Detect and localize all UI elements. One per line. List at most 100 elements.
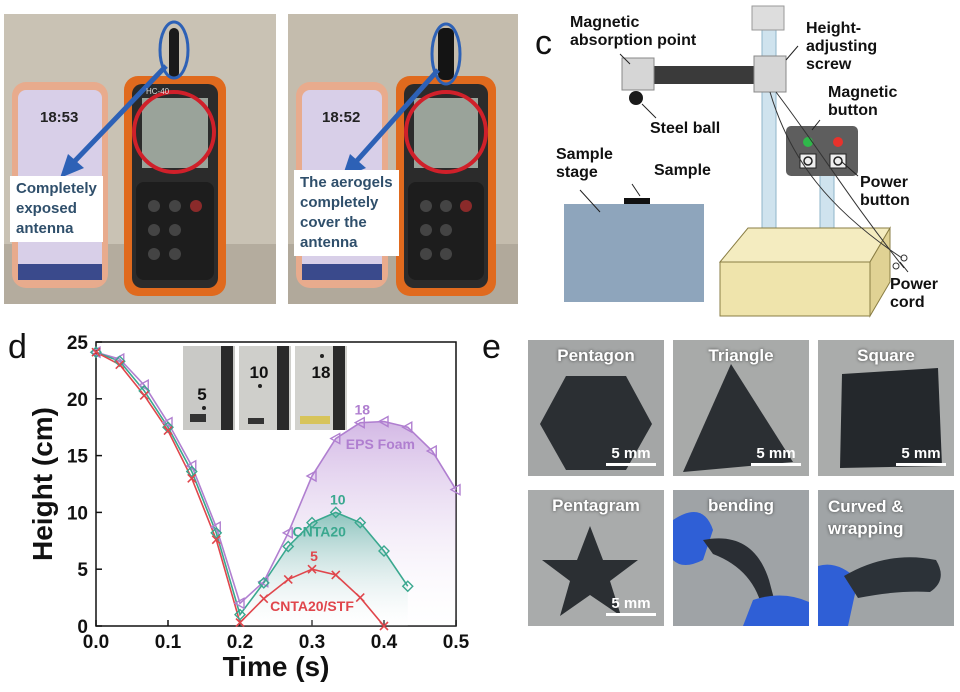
panel-label-e: e bbox=[482, 328, 501, 366]
data-point bbox=[115, 360, 125, 370]
tile-bending: bending bbox=[673, 490, 809, 626]
data-point bbox=[283, 574, 293, 584]
steel-ball bbox=[629, 91, 643, 105]
data-point bbox=[139, 390, 149, 400]
x-tick-label: 0.4 bbox=[371, 632, 398, 653]
data-point bbox=[210, 526, 223, 539]
meter-model: HC-40 bbox=[146, 87, 170, 96]
sample-stage bbox=[564, 204, 704, 302]
panel-a-caption: Completely exposed antenna bbox=[10, 176, 103, 242]
data-point bbox=[185, 459, 197, 473]
data-point bbox=[137, 378, 149, 392]
control-box bbox=[786, 126, 858, 176]
x-tick-label: 0.3 bbox=[299, 632, 325, 653]
apparatus-diagram bbox=[564, 5, 909, 318]
peak-label: 10 bbox=[330, 491, 346, 507]
peak-label: 18 bbox=[354, 402, 370, 418]
y-axis-label: Height (cm) bbox=[27, 407, 58, 561]
data-point bbox=[306, 516, 318, 529]
series-name-label: CNTA20 bbox=[292, 523, 346, 539]
data-point bbox=[377, 415, 389, 428]
data-point bbox=[113, 355, 126, 368]
label-power-button: Power button bbox=[860, 174, 910, 209]
inset-label: 10 bbox=[250, 363, 269, 382]
data-point bbox=[163, 426, 173, 436]
series-name-label: EPS Foam bbox=[346, 436, 415, 452]
data-point bbox=[353, 416, 365, 429]
fill-cnta20 bbox=[240, 512, 408, 626]
data-point bbox=[233, 597, 245, 610]
panel-a-photo: 18:53 HC-40 Completely exposed antenna bbox=[4, 14, 276, 304]
y-tick-label: 20 bbox=[67, 390, 88, 411]
inset-label: 18 bbox=[312, 363, 331, 382]
data-point bbox=[235, 618, 245, 628]
magnetic-absorption-block bbox=[621, 57, 655, 91]
chart-markers bbox=[89, 346, 461, 631]
phone-time: 18:53 bbox=[40, 109, 78, 126]
data-point bbox=[354, 516, 367, 529]
panel-e-photos: Pentagon 5 mm Triangle 5 mm Square 5 mm … bbox=[528, 340, 956, 640]
y-tick-label: 25 bbox=[67, 333, 89, 354]
panel-label-d: d bbox=[8, 328, 27, 366]
x-tick-label: 0.1 bbox=[155, 632, 182, 653]
x-tick-label: 0.0 bbox=[83, 632, 109, 653]
antenna bbox=[169, 28, 179, 78]
line-eps-foam bbox=[95, 351, 457, 605]
data-point bbox=[449, 483, 461, 496]
label-steel-ball: Steel ball bbox=[650, 120, 721, 137]
height-screw-block bbox=[753, 55, 787, 93]
data-point bbox=[259, 594, 269, 604]
data-point bbox=[329, 506, 342, 519]
data-point bbox=[187, 473, 197, 483]
data-point bbox=[185, 465, 198, 478]
base-box bbox=[719, 261, 871, 317]
y-tick-label: 15 bbox=[67, 447, 89, 468]
data-point bbox=[161, 416, 173, 429]
antenna-highlight bbox=[158, 20, 190, 80]
data-point bbox=[355, 593, 365, 603]
x-tick-label: 0.5 bbox=[443, 632, 470, 653]
data-point bbox=[162, 421, 174, 434]
inset-label: 5 bbox=[197, 385, 206, 404]
tile-square: Square 5 mm bbox=[818, 340, 954, 476]
label-magnetic-button: Magnetic button bbox=[828, 84, 898, 119]
data-point bbox=[257, 576, 270, 589]
series-name-label: CNTA20/STF bbox=[270, 598, 354, 614]
sample bbox=[624, 198, 650, 204]
power-button-light bbox=[833, 137, 843, 147]
data-point bbox=[378, 545, 390, 558]
data-point bbox=[305, 469, 317, 483]
data-point bbox=[379, 621, 389, 631]
panel-label-c: c bbox=[535, 24, 552, 62]
meter-display bbox=[142, 98, 208, 168]
y-tick-label: 10 bbox=[67, 503, 88, 524]
panel-a-illustration: 18:53 HC-40 bbox=[4, 14, 276, 304]
data-point bbox=[425, 444, 437, 458]
tile-pentagram: Pentagram 5 mm bbox=[528, 490, 664, 626]
peak-label: 5 bbox=[310, 548, 318, 564]
chart-inset-labels: 5 10 18 bbox=[197, 363, 330, 404]
label-sample: Sample bbox=[654, 162, 711, 179]
x-axis-label: Time (s) bbox=[223, 651, 330, 682]
magnetic-button-light bbox=[803, 137, 813, 147]
data-point bbox=[331, 570, 341, 580]
label-height-adjusting-screw: Height- adjusting screw bbox=[806, 20, 878, 73]
panel-b-photo: 18:52 The aerogels completely cover the … bbox=[288, 14, 518, 304]
phone-time: 18:52 bbox=[322, 109, 360, 126]
data-point bbox=[282, 540, 295, 553]
tile-triangle: Triangle 5 mm bbox=[673, 340, 809, 476]
data-point bbox=[209, 520, 221, 534]
data-point bbox=[329, 432, 341, 445]
data-point bbox=[89, 346, 101, 359]
label-sample-stage: Sample stage bbox=[556, 146, 613, 181]
data-point bbox=[90, 346, 102, 359]
chart-inset-photos bbox=[183, 346, 347, 430]
data-point bbox=[281, 526, 293, 540]
data-point bbox=[307, 564, 317, 574]
display-highlight bbox=[132, 90, 216, 174]
chart-fills bbox=[240, 421, 456, 626]
panel-c-schematic: Magnetic absorption point Height- adjust… bbox=[530, 0, 960, 320]
label-magnetic-absorption-point: Magnetic absorption point bbox=[570, 14, 697, 49]
